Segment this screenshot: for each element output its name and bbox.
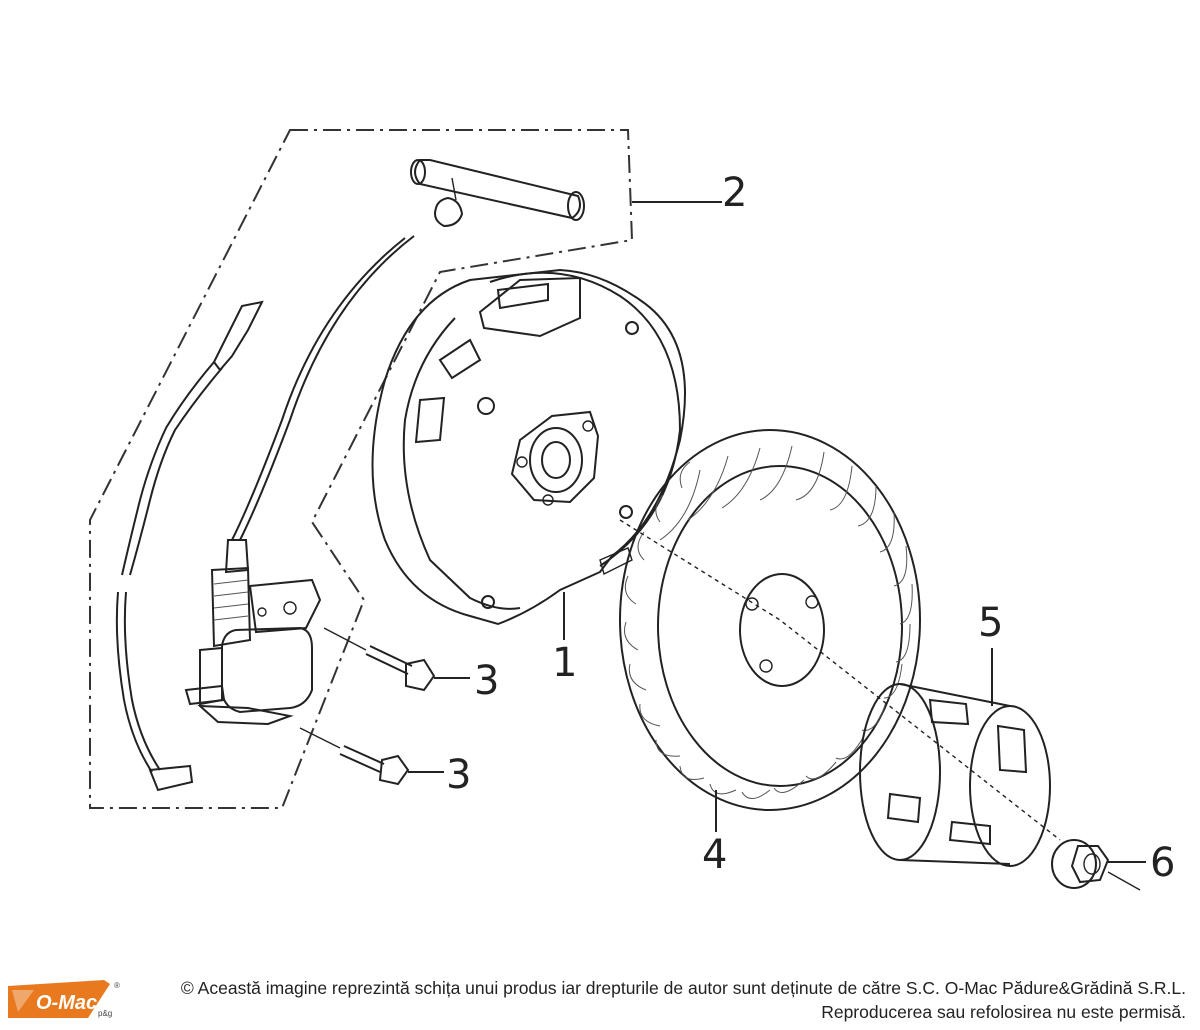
- bolt-upper: [323, 627, 436, 692]
- omac-logo: O-Mac p&g ®: [8, 980, 120, 1018]
- copyright-line-1: © Această imagine reprezintă schița unui…: [180, 978, 1186, 998]
- callout-3-lower: 3: [446, 752, 471, 798]
- callout-2: 2: [722, 170, 747, 216]
- callout-5: 5: [978, 600, 1003, 646]
- svg-text:O-Mac: O-Mac: [36, 992, 97, 1014]
- copyright-notice: © Această imagine reprezintă schița unui…: [136, 976, 1186, 1024]
- ignition-lead: [239, 235, 415, 541]
- bolt-lower: [299, 727, 410, 786]
- copyright-line-2: Reproducerea sau refolosirea nu este per…: [821, 1002, 1186, 1022]
- exploded-parts-diagram: 2 1 3 3 4 5 6: [89, 129, 1175, 891]
- callout-3-upper: 3: [474, 658, 499, 704]
- ignition-coil: [184, 539, 322, 726]
- flange-nut: [1051, 839, 1141, 891]
- starter-cup: [859, 683, 1051, 867]
- assembly-axis: [619, 519, 1061, 841]
- flywheel: [371, 268, 686, 626]
- stop-wire: [115, 300, 264, 792]
- callout-4: 4: [702, 832, 727, 878]
- callout-1: 1: [552, 640, 577, 686]
- footer: O-Mac p&g ® © Această imagine reprezintă…: [0, 968, 1200, 1030]
- spark-plug-cap: [410, 159, 585, 228]
- svg-text:p&g: p&g: [98, 1009, 112, 1018]
- cooling-fan: [619, 429, 921, 811]
- callout-6: 6: [1150, 840, 1175, 886]
- ignition-group-boundary: [89, 129, 634, 809]
- svg-text:®: ®: [114, 981, 120, 990]
